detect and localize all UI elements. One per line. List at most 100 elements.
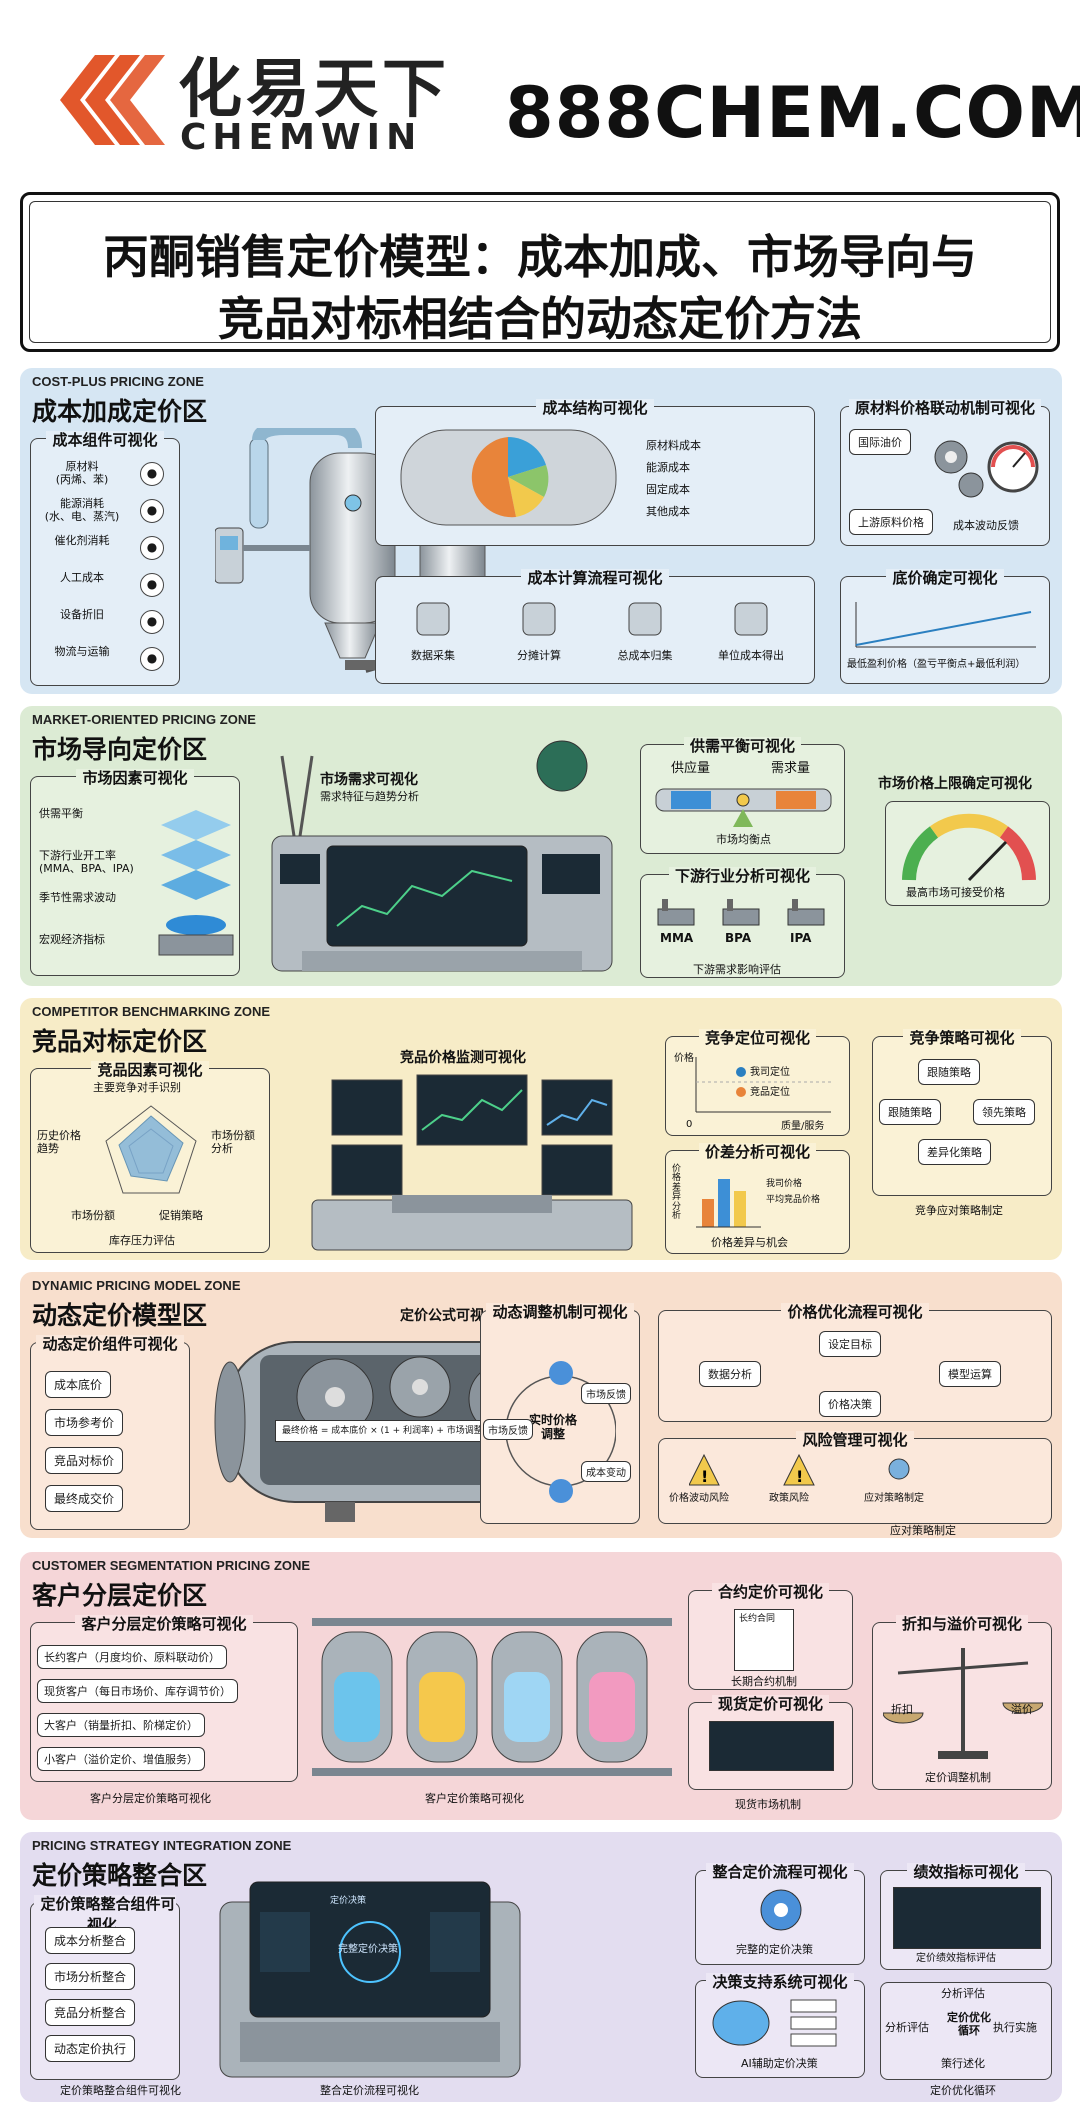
calc-step-label: 数据采集 (411, 649, 455, 662)
market-factor-label: 下游行业开工率 (MMA、BPA、IPA) (39, 849, 134, 876)
building-icon: ● (140, 610, 164, 634)
legend-competitor: 平均竞品价格 (766, 1195, 821, 1205)
panel-title: 折扣与溢价可视化 (873, 1613, 1051, 1634)
adjust-cycle-diagram (506, 1361, 616, 1503)
factors-sub: 主要竞争对手识别 (93, 1081, 181, 1094)
chemwin-logo (60, 55, 165, 145)
panel-title: 绩效指标可视化 (881, 1861, 1051, 1882)
adjust-center: 实时价格 调整 (529, 1413, 578, 1442)
cost-component-label: 物流与运输 (54, 645, 110, 658)
zone-cn-title: 定价策略整合区 (32, 1861, 208, 1890)
loop-item: 策行述化 (941, 2057, 985, 2070)
axis-x-label: 质量/服务 (781, 1121, 825, 1132)
integration-components-panel: 定价策略整合组件可视化 成本分析整合市场分析整合竞品分析整合动态定价执行 (30, 1895, 180, 2080)
dynamic-component: 最终成交价 (45, 1485, 124, 1512)
market-factor-label: 季节性需求波动 (39, 891, 116, 904)
supply-label: 供应量 (671, 761, 711, 776)
calc-step-label: 单位成本得出 (718, 649, 784, 662)
svg-text:!: ! (701, 1467, 708, 1486)
loop-center: 定价优化 循环 (947, 2011, 991, 2038)
page-title: 丙酮销售定价模型：成本加成、市场导向与 竞品对标相结合的动态定价方法 (20, 192, 1060, 352)
downstream-item: BPA (725, 931, 752, 945)
axis-y-label: 价格 (674, 1053, 694, 1064)
discount-label: 折扣 (891, 1703, 913, 1716)
linkage-upstream: 上游原料价格 (849, 509, 933, 535)
cost-component-label: 催化剂消耗 (54, 534, 110, 547)
panel-title: 成本组件可视化 (31, 429, 179, 450)
panel-title: 价差分析可视化 (666, 1141, 849, 1162)
brand-name-en: CHEMWIN (180, 117, 423, 158)
balance-scale-icon (883, 1648, 1043, 1759)
zone-strategy-integration: PRICING STRATEGY INTEGRATION ZONE 定价策略整合… (20, 1832, 1062, 2102)
downstream-item: MMA (660, 931, 694, 945)
components-caption: 定价策略整合组件可视化 (60, 2084, 181, 2097)
calc-step-icon (734, 602, 768, 636)
risk-price: 价格波动风险 (669, 1493, 729, 1504)
cost-structure-item: 原材料成本 (646, 439, 701, 452)
console-caption: 整合定价流程可视化 (320, 2084, 419, 2097)
optimize-panel: 价格优化流程可视化 设定目标 数据分析 模型运算 价格决策 (658, 1303, 1052, 1422)
radar-label: 市场份额 (71, 1209, 115, 1222)
spot-screen (709, 1721, 834, 1771)
position-competitor: 竞品定位 (750, 1087, 790, 1098)
demand-label: 需求量 (771, 761, 811, 776)
dss-caption: AI辅助定价决策 (741, 2057, 818, 2070)
floor-price-panel: 底价确定可视化 最低盈利价格（盈亏平衡点+最低利润） (840, 569, 1050, 684)
panel-title: 合约定价可视化 (689, 1581, 852, 1602)
ceiling-panel: 最高市场可接受价格 (885, 801, 1050, 906)
zone-cn-title: 成本加成定价区 (32, 397, 208, 426)
downstream-caption: 下游需求影响评估 (693, 963, 781, 976)
cost-structure-panel: 成本结构可视化 原材料成本能源成本固定成本其他成本 (375, 399, 815, 546)
gear-icon: ● (140, 536, 164, 560)
discount-caption: 定价调整机制 (925, 1771, 991, 1784)
axis-origin-label: 0 (686, 1119, 693, 1130)
panel-title: 风险管理可视化 (659, 1429, 1051, 1450)
contract-panel: 合约定价可视化 长约合同 长期合约机制 (688, 1583, 853, 1690)
zone-en-title: MARKET-ORIENTED PRICING ZONE (32, 712, 256, 727)
strategy-differentiate: 差异化策略 (918, 1139, 991, 1165)
radar-chart (105, 1105, 197, 1194)
cost-component-label: 原材料 (丙烯、苯) (55, 460, 109, 487)
site-url[interactable]: 888CHEM.COM (505, 72, 1080, 154)
integration-component: 动态定价执行 (45, 2035, 136, 2062)
strategy-panel: 竞争策略可视化 跟随策略 跟随策略 领先策略 差异化策略 (872, 1029, 1052, 1196)
linkage-feedback: 成本波动反馈 (953, 519, 1019, 532)
formula-title: 定价公式可视化 (400, 1308, 498, 1324)
supply-demand-panel: 供需平衡可视化 供应量 需求量 市场均衡点 (640, 737, 845, 854)
cost-structure-item: 能源成本 (646, 461, 690, 474)
legend-ours: 我司价格 (766, 1179, 803, 1189)
premium-label: 溢价 (1011, 1703, 1033, 1716)
contract-document: 长约合同 (734, 1609, 794, 1671)
ai-brain-icon (712, 1999, 837, 2047)
cost-calc-panel: 成本计算流程可视化 数据采集分摊计算总成本归集单位成本得出 (375, 569, 815, 684)
zone-competitor-benchmarking: COMPETITOR BENCHMARKING ZONE 竞品对标定价区 竞品因… (20, 998, 1062, 1260)
balance-cylinder (655, 788, 832, 827)
drop-icon: ● (140, 499, 164, 523)
reactor-caption: 客户定价策略可视化 (425, 1792, 524, 1805)
calc-step-label: 分摊计算 (517, 649, 561, 662)
panel-title: 整合定价流程可视化 (696, 1861, 864, 1882)
brand-name-cn: 化易天下 (178, 53, 450, 127)
panel-title: 竞争定位可视化 (666, 1027, 849, 1048)
adjust-market-feedback: 市场反馈 (483, 1419, 533, 1440)
linkage-panel: 原材料价格联动机制可视化 国际油价 上游原料价格 成本波动反馈 (840, 399, 1050, 546)
zone-dynamic-pricing: DYNAMIC PRICING MODEL ZONE 动态定价模型区 动态定价组… (20, 1272, 1062, 1538)
risk-icons: ! ! (689, 1453, 910, 1486)
factory-icon (657, 899, 695, 926)
truck-icon: ● (140, 647, 164, 671)
flow-panel: 整合定价流程可视化 完整的定价决策 (695, 1863, 865, 1965)
control-console-illustration (219, 1881, 521, 2078)
radar-caption: 库存压力评估 (109, 1234, 175, 1247)
panel-title: 成本结构可视化 (376, 397, 814, 418)
dynamic-components-panel: 动态定价组件可视化 成本底价市场参考价竞品对标价最终成交价 (30, 1335, 190, 1530)
panel-title: 原材料价格联动机制可视化 (841, 397, 1049, 418)
calc-step-label: 总成本归集 (617, 649, 673, 662)
loop-panel: 分析评估 分析评估 执行实施 定价优化 循环 策行述化 (880, 1982, 1052, 2080)
header: 化易天下 CHEMWIN 888CHEM.COM (0, 0, 1080, 178)
floor-price-chart (855, 602, 1036, 648)
zone-cn-title: 市场导向定价区 (32, 735, 208, 764)
panel-title: 下游行业分析可视化 (641, 865, 844, 886)
zone-en-title: PRICING STRATEGY INTEGRATION ZONE (32, 1838, 292, 1853)
customer-strategy-caption: 客户分层定价策略可视化 (90, 1792, 211, 1805)
